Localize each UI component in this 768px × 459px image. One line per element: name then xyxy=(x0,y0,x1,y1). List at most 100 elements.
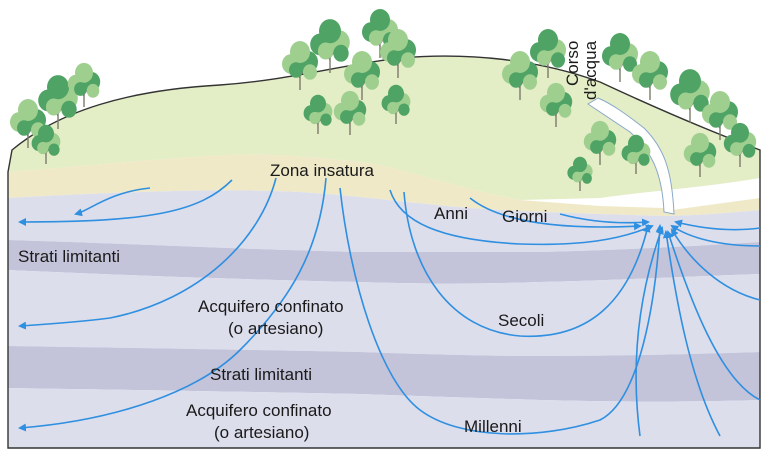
tree-foliage xyxy=(370,9,390,31)
tree xyxy=(10,99,46,148)
tree xyxy=(632,51,668,100)
tree-foliage xyxy=(333,44,349,62)
confined-aquifer-1 xyxy=(8,270,760,356)
tree-foliage xyxy=(86,83,100,98)
tree-foliage xyxy=(702,153,716,168)
tree-foliage xyxy=(509,72,523,88)
tree xyxy=(333,90,367,135)
flow-lines xyxy=(18,177,761,437)
tree-foliage xyxy=(289,62,303,78)
tree-foliage xyxy=(351,72,365,88)
confined-aquifer-2 xyxy=(8,388,760,448)
tree-foliage xyxy=(640,51,660,73)
tree-foliage xyxy=(639,72,653,88)
tree-foliage xyxy=(74,82,87,96)
tree xyxy=(31,124,61,164)
tree-foliage xyxy=(546,102,559,116)
upper-aquifer xyxy=(8,190,760,252)
tree xyxy=(67,62,101,107)
tree-foliage xyxy=(388,29,408,51)
tree-foliage xyxy=(690,152,703,166)
flow-line-left-2 xyxy=(18,179,233,226)
stream-channel xyxy=(587,97,675,215)
tree-foliage xyxy=(310,94,326,113)
tree xyxy=(303,94,333,134)
tree-foliage xyxy=(309,111,321,125)
tree-foliage xyxy=(340,110,353,124)
tree-foliage xyxy=(45,98,62,116)
tree-foliage xyxy=(628,134,644,153)
tree-foliage xyxy=(341,90,359,111)
flow-line-millennia-1 xyxy=(339,187,664,435)
tree-foliage xyxy=(653,74,667,90)
label-confining-layer-2: Strati limitanti xyxy=(210,365,312,384)
flow-line-days-2 xyxy=(559,213,650,227)
tree-foliage xyxy=(742,143,756,158)
tree-foliage xyxy=(730,142,743,156)
tree-foliage xyxy=(610,33,630,55)
tree xyxy=(310,19,350,73)
tree-foliage xyxy=(320,113,332,126)
tree-foliage xyxy=(523,74,537,90)
tree-foliage xyxy=(547,82,565,103)
tree-foliage xyxy=(591,120,609,141)
tree-foliage xyxy=(558,103,572,118)
tree-foliage xyxy=(709,112,723,128)
tree-foliage xyxy=(679,69,701,94)
tree-foliage xyxy=(61,100,77,118)
tree-foliage xyxy=(551,52,565,68)
label-confining-layer-1: Strati limitanti xyxy=(18,247,120,266)
tree-foliage xyxy=(388,84,404,103)
tree-foliage xyxy=(538,29,558,51)
tree xyxy=(670,69,710,123)
flow-line-left-3 xyxy=(18,177,277,330)
tree-foliage xyxy=(18,99,38,121)
tree-foliage xyxy=(401,52,415,68)
tree-foliage xyxy=(582,173,592,184)
flow-line-right-3 xyxy=(666,230,761,401)
label-stream-line-1: Corso xyxy=(563,41,582,86)
flow-line-days-3 xyxy=(674,219,761,231)
tree-foliage xyxy=(731,122,749,143)
label-millennia: Millenni xyxy=(464,417,522,436)
tree xyxy=(282,41,318,90)
tree-foliage xyxy=(37,141,49,155)
tree-foliage xyxy=(387,50,401,66)
tree-foliage xyxy=(75,62,93,83)
tree xyxy=(621,134,651,174)
tree-foliage xyxy=(609,54,623,70)
confining-layer-2 xyxy=(8,346,760,402)
label-days: Giorni xyxy=(502,207,547,226)
tree xyxy=(683,132,717,177)
tree xyxy=(702,91,738,140)
tree-foliage xyxy=(602,141,616,156)
tree-foliage xyxy=(47,75,69,100)
flow-line-right-2 xyxy=(670,228,761,301)
label-aquifer-1-line-1: Acquifero confinato xyxy=(198,297,344,316)
flow-line-centuries-1 xyxy=(403,191,651,338)
flow-line-left-4 xyxy=(18,177,327,432)
tree xyxy=(502,51,538,100)
label-centuries: Secoli xyxy=(498,311,544,330)
tree-foliage xyxy=(365,74,379,90)
label-years: Anni xyxy=(434,204,468,223)
tree xyxy=(381,84,411,124)
tree-foliage xyxy=(369,30,383,46)
tree-foliage xyxy=(48,143,60,156)
tree xyxy=(567,156,593,191)
tree-foliage xyxy=(387,101,399,115)
flow-line-right-4 xyxy=(662,230,721,437)
tree-foliage xyxy=(573,156,587,173)
trees xyxy=(10,9,757,191)
label-aquifer-1-line-2: (o artesiano) xyxy=(228,319,323,338)
tree-foliage xyxy=(677,92,694,110)
tree-foliage xyxy=(317,42,334,60)
unsaturated-zone xyxy=(8,154,760,216)
tree xyxy=(380,29,416,78)
label-aquifer-2-line-1: Acquifero confinato xyxy=(186,401,332,420)
flow-line-left-1 xyxy=(74,187,151,217)
tree-foliage xyxy=(352,51,372,73)
hill-surface xyxy=(8,56,760,201)
tree-foliage xyxy=(638,153,650,166)
